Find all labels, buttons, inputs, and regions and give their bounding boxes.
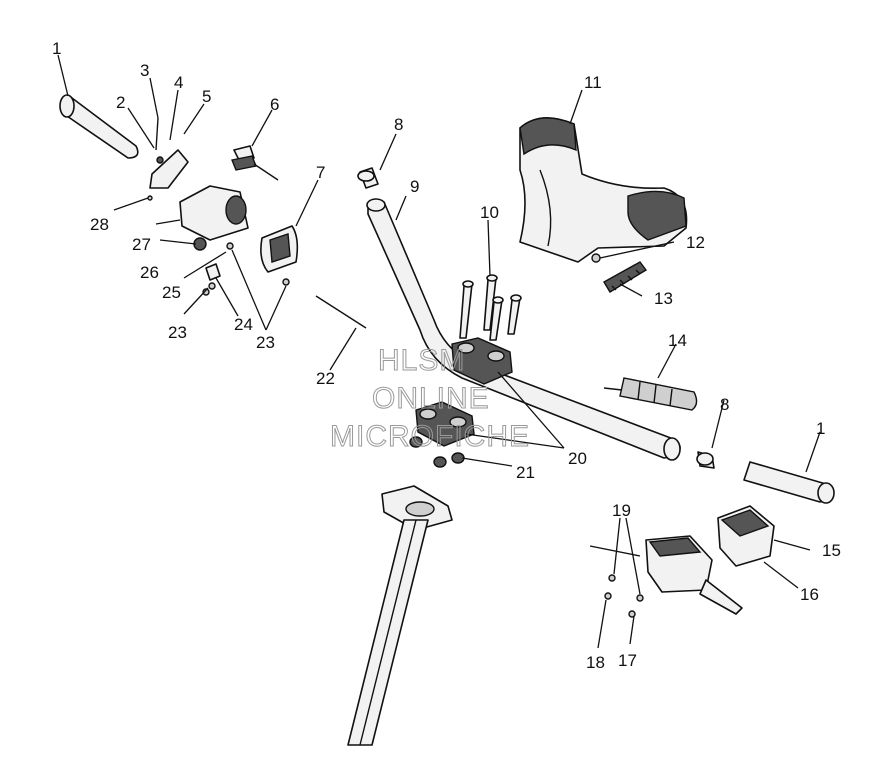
left-grip	[59, 94, 139, 159]
watermark-line-2: ONLINE	[372, 382, 490, 415]
callout-3: 3	[140, 61, 149, 80]
callout-25: 25	[162, 283, 181, 302]
watermark-line-3: MICROFICHE	[330, 420, 530, 453]
callout-19: 19	[612, 501, 631, 520]
callout-14: 14	[668, 331, 687, 350]
callout-17: 17	[618, 651, 637, 670]
callout-12: 12	[686, 233, 705, 252]
left-switch-assembly	[147, 117, 367, 329]
leader-lines	[57, 54, 821, 649]
callout-13: 13	[654, 289, 673, 308]
callout-26: 26	[140, 263, 159, 282]
callout-28: 28	[90, 215, 109, 234]
steering-post	[347, 485, 453, 746]
callout-23b: 23	[256, 333, 275, 352]
brake-master-cylinder	[589, 505, 775, 618]
handlebar-clamps	[415, 337, 513, 447]
handlebar	[366, 198, 681, 461]
clamp-bolts	[459, 274, 522, 341]
callout-22: 22	[316, 369, 335, 388]
bar-end-plugs	[357, 167, 715, 469]
callout-6: 6	[270, 95, 279, 114]
callout-2: 2	[116, 93, 125, 112]
clamp-nuts	[409, 436, 465, 468]
callout-5: 5	[202, 87, 211, 106]
handlebar-cover	[519, 117, 688, 263]
callout-24: 24	[234, 315, 253, 334]
throttle-tube	[603, 377, 698, 411]
callout-15: 15	[822, 541, 841, 560]
callout-27: 27	[132, 235, 151, 254]
callout-23a: 23	[168, 323, 187, 342]
callout-4: 4	[174, 73, 183, 92]
callout-10: 10	[480, 203, 499, 222]
callout-1b: 1	[816, 419, 825, 438]
callout-9: 9	[410, 177, 419, 196]
callout-20: 20	[568, 449, 587, 468]
callout-18: 18	[586, 653, 605, 672]
callout-7: 7	[316, 163, 325, 182]
callout-8: 8	[394, 115, 403, 134]
callout-numbers: 1 2 3 4 5 6 7 8 9 10 11 12 13 14 8 1 15 …	[52, 39, 841, 672]
callout-16: 16	[800, 585, 819, 604]
watermark-line-1: HLSM	[378, 344, 465, 377]
callout-8b: 8	[720, 395, 729, 414]
right-grip	[743, 461, 835, 504]
callout-21: 21	[516, 463, 535, 482]
callout-11: 11	[584, 73, 602, 92]
watermark: HLSM ONLINE MICROFICHE	[330, 344, 530, 454]
callout-1: 1	[52, 39, 61, 58]
cover-screw-and-clip	[591, 253, 648, 293]
